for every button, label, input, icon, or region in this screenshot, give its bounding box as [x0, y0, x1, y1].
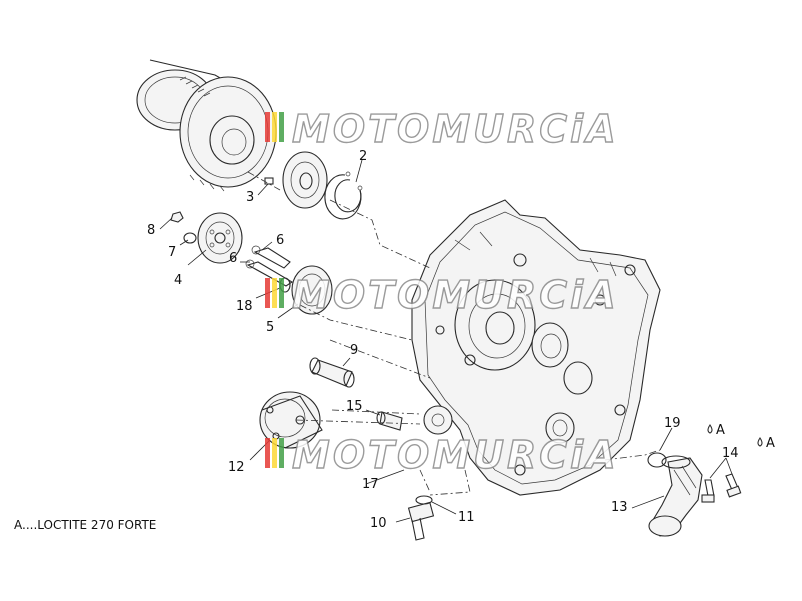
callout-11: 11: [458, 510, 475, 525]
part-oil-pump-gear: [197, 212, 243, 264]
leader-6a: [261, 241, 273, 251]
part-washer: [183, 232, 197, 244]
part-clutch-gear-assembly: [136, 59, 277, 192]
leader-14: [709, 457, 733, 479]
leader-3: [257, 183, 269, 196]
loctite-drop-icon: [757, 437, 763, 447]
callout-15: 15: [346, 399, 363, 414]
loctite-drop-icon: [707, 424, 713, 434]
callout-10: 10: [370, 516, 387, 531]
callout-9: 9: [350, 343, 358, 358]
part-oring: [647, 452, 667, 468]
callout-a-left: A: [716, 423, 725, 438]
callout-8: 8: [147, 223, 155, 238]
leader-4: [187, 249, 207, 266]
part-circlip: [324, 171, 363, 220]
callout-17: 17: [362, 477, 379, 492]
callout-19: 19: [664, 416, 681, 431]
callout-12: 12: [228, 460, 245, 475]
leader-5: [277, 303, 299, 319]
watermark-text: MOTOMURCiA: [292, 273, 619, 317]
part-bearing-seal: [279, 265, 333, 315]
part-oil-strainer: [648, 455, 703, 537]
callout-2: 2: [359, 149, 367, 164]
callout-7: 7: [168, 245, 176, 260]
callout-5: 5: [266, 320, 274, 335]
callout-3: 3: [246, 190, 254, 205]
part-fitting-tube: [309, 357, 355, 388]
leader-13: [631, 495, 665, 509]
callout-6-lower: 6: [229, 251, 237, 266]
assembly-lines: [247, 171, 661, 496]
watermark-text: MOTOMURCiA: [292, 433, 619, 477]
part-screws: [701, 473, 742, 503]
callout-a-right: A: [766, 436, 775, 451]
part-oil-sensor: [407, 495, 435, 541]
leader-2: [355, 159, 363, 183]
part-crankcase: [411, 199, 661, 496]
watermark-top: MOTOMURCiA: [265, 106, 619, 152]
callout-6-upper: 6: [276, 233, 284, 248]
callout-4: 4: [174, 273, 182, 288]
leader-19: [659, 427, 673, 451]
part-nut: [170, 211, 184, 223]
watermark-middle: MOTOMURCiA: [265, 272, 619, 318]
leader-10: [395, 517, 411, 523]
callout-18: 18: [236, 299, 253, 314]
leader-7: [179, 239, 189, 246]
part-bushing: [376, 411, 403, 431]
leader-17: [365, 469, 405, 485]
part-idler-gear: [264, 151, 328, 209]
watermark-bottom: MOTOMURCiA: [265, 432, 619, 478]
leader-15: [365, 409, 381, 416]
part-oil-filter: [259, 391, 323, 449]
callout-13: 13: [611, 500, 628, 515]
watermark-text: MOTOMURCiA: [292, 107, 619, 151]
leader-8: [159, 217, 173, 230]
callout-14: 14: [722, 446, 739, 461]
loctite-note: A....LOCTITE 270 FORTE: [14, 518, 156, 532]
leader-11: [431, 501, 457, 515]
leader-9: [342, 357, 351, 367]
